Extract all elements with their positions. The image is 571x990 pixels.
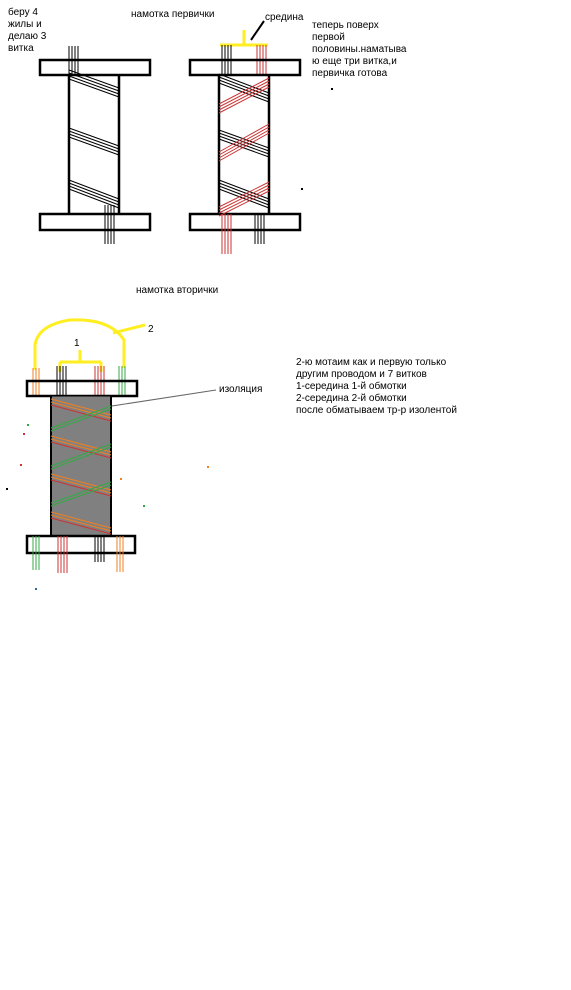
bobbin-1-top-leads [68,46,79,60]
stray-marks [301,88,333,190]
midpoint-label: средина [265,12,304,23]
bobbin-1 [38,46,152,244]
primary-winding-title: намотка первички [131,9,215,20]
insulation-pointer [111,389,217,407]
bobbin-2-black-turns [218,73,270,209]
bobbin-3 [25,318,217,573]
tap-1-label: 1 [74,338,80,349]
bobbin-2-top-flange [188,58,302,77]
bobbin-1-top-flange [38,58,152,77]
insulation-label: изоляция [219,384,263,395]
insulation-layer [50,395,112,537]
bobbin-2-bottom-flange [188,212,302,232]
bobbin-2 [188,20,302,254]
secondary-note: 2-ю мотаим как и первую только другим пр… [296,357,457,416]
bobbin-3-top-flange [25,379,139,398]
bobbin-3-bottom-flange [25,534,137,555]
bobbin-2-red-turns [218,77,270,217]
primary-midpoint-tap [220,30,268,47]
midpoint-pointer [250,20,265,41]
secondary-tap-2 [33,318,146,370]
step-1-note: беру 4 жилы и делаю 3 витка [8,7,47,54]
primary-finish-note: теперь поверх первой половины.наматыва ю… [312,20,407,79]
secondary-winding-title: намотка вторички [136,285,219,296]
bobbin-1-bottom-flange [38,212,152,232]
secondary-turns [50,398,112,535]
stray-specks [6,424,209,590]
tap-2-label: 2 [148,324,154,335]
bobbin-1-turns [68,69,120,209]
bobbin-1-bottom-leads [104,205,115,244]
